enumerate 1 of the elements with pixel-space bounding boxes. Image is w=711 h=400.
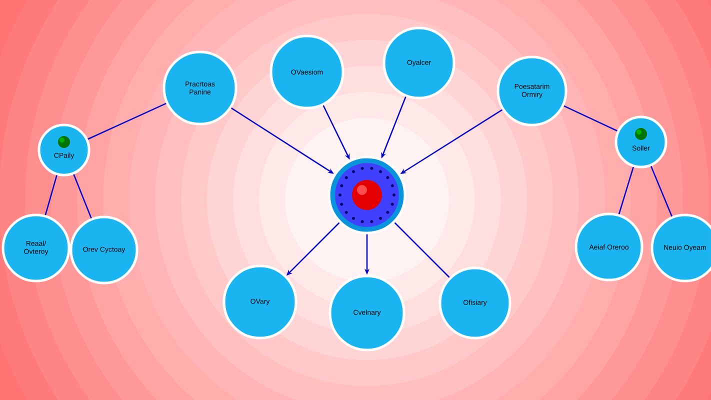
cell-drawing [328,156,406,234]
